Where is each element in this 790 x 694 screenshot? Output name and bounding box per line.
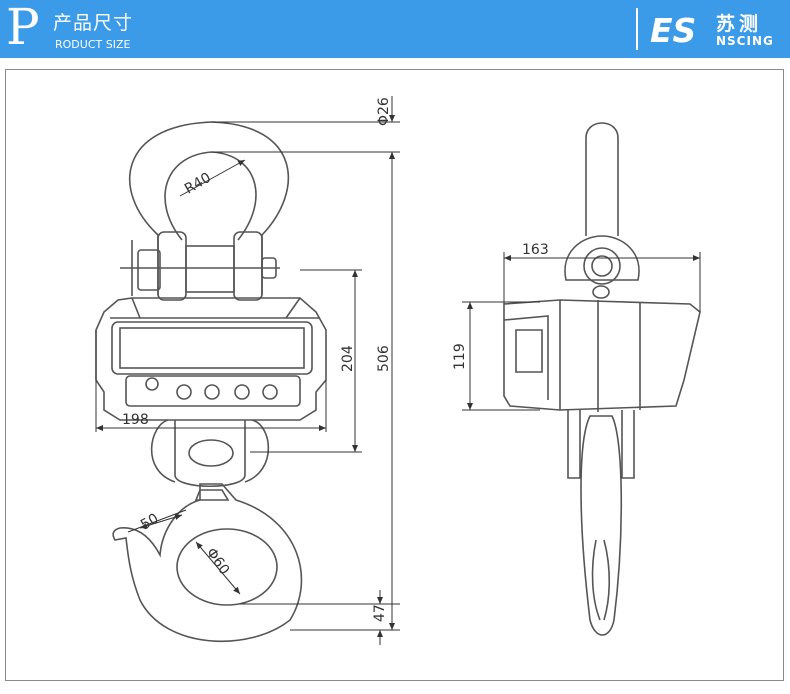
button-5 bbox=[262, 384, 278, 400]
brand-logo-icon: ES bbox=[650, 13, 696, 47]
dim-506: 506 bbox=[376, 345, 392, 372]
display-frame bbox=[111, 321, 313, 375]
dim-204: 204 bbox=[340, 345, 356, 372]
side-clamp-ring bbox=[583, 247, 621, 285]
pin-end bbox=[261, 257, 277, 279]
side-display-window bbox=[515, 329, 543, 373]
front-view bbox=[95, 121, 327, 643]
header-divider bbox=[636, 8, 638, 50]
header-bar: P 产品尺寸 RODUCT SIZE ES 苏测 NSCING bbox=[0, 0, 790, 58]
side-dimension-labels: 163 119 bbox=[452, 242, 549, 370]
dim-d26: Φ26 bbox=[376, 97, 392, 126]
lower-link-hole bbox=[188, 439, 234, 467]
side-display-edge bbox=[503, 315, 549, 400]
side-lower-link bbox=[567, 410, 635, 479]
shackle-outer bbox=[128, 121, 290, 295]
logo-mark: ES bbox=[650, 13, 696, 47]
button-panel bbox=[125, 375, 301, 407]
side-dimensions bbox=[462, 252, 701, 411]
header-subtitle: RODUCT SIZE bbox=[55, 38, 131, 51]
logo-en-text: NSCING bbox=[716, 34, 774, 48]
dim-163: 163 bbox=[522, 242, 549, 258]
shackle-body bbox=[185, 245, 235, 293]
button-4 bbox=[234, 384, 250, 400]
side-pin bbox=[592, 285, 610, 299]
button-3 bbox=[204, 384, 220, 400]
logo-cn-text: 苏测 bbox=[716, 13, 763, 35]
display-window bbox=[119, 327, 305, 369]
housing-edge bbox=[131, 297, 301, 319]
side-hook bbox=[580, 415, 623, 636]
side-body-ribs bbox=[559, 300, 641, 412]
dim-119: 119 bbox=[452, 343, 468, 370]
button-2 bbox=[176, 384, 192, 400]
header-letter: P bbox=[6, 0, 40, 56]
hook-inner bbox=[176, 528, 278, 606]
side-view bbox=[503, 122, 701, 636]
header-title: 产品尺寸 bbox=[53, 12, 134, 34]
button-1 bbox=[145, 377, 159, 391]
shackle-leg-left bbox=[157, 231, 187, 301]
hook-outer bbox=[112, 483, 303, 643]
side-body bbox=[503, 299, 701, 411]
side-shackle bbox=[585, 122, 619, 236]
lower-link-outer bbox=[150, 419, 270, 483]
hook-neck bbox=[194, 489, 230, 501]
dim-50: 50 bbox=[138, 511, 161, 534]
side-clamp-hole bbox=[591, 255, 613, 277]
shackle-leg-right bbox=[233, 231, 263, 301]
side-hook-tip bbox=[591, 539, 611, 621]
lower-link bbox=[174, 420, 246, 488]
shackle-inner bbox=[164, 151, 257, 241]
dim-r40: R40 bbox=[182, 170, 214, 198]
front-dimensions bbox=[95, 96, 400, 645]
dim-d60: Φ60 bbox=[203, 545, 233, 578]
dim-198: 198 bbox=[122, 412, 149, 428]
dim-47: 47 bbox=[372, 604, 388, 622]
housing bbox=[95, 297, 327, 421]
nut bbox=[137, 249, 161, 291]
